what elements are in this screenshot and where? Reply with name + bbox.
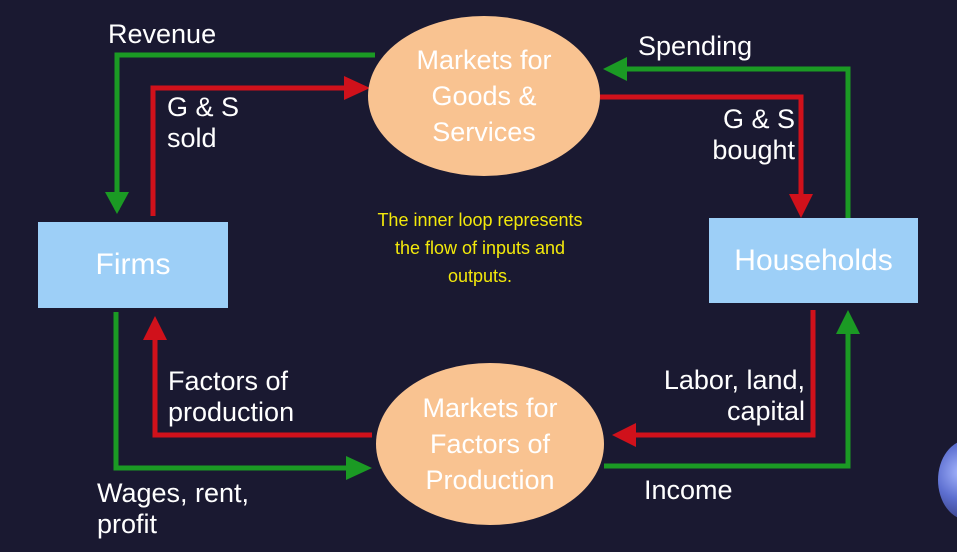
income-label: Income bbox=[644, 475, 733, 505]
factors-of-production-arrowhead bbox=[143, 316, 167, 340]
wages-rent-profit-label: Wages, rent, profit bbox=[97, 478, 249, 540]
gs-sold-arrow bbox=[150, 85, 350, 216]
spending-label: Spending bbox=[638, 31, 753, 61]
income-arrow bbox=[604, 330, 851, 469]
income-arrowhead bbox=[836, 310, 860, 334]
gs-bought-arrow bbox=[600, 94, 804, 200]
goods-market-line-3: Services bbox=[432, 117, 536, 147]
goods-market-oval: Markets for Goods & Services bbox=[368, 16, 600, 176]
gs-sold-arrowhead bbox=[344, 76, 370, 100]
households-box: Households bbox=[709, 218, 918, 303]
note-line-2: the flow of inputs and bbox=[394, 238, 566, 258]
note-line-1: The inner loop represents bbox=[377, 210, 583, 230]
goods-market-line-2: Goods & bbox=[431, 81, 537, 111]
gs-bought-line-1: G & S bbox=[722, 104, 795, 134]
labor-land-capital-arrowhead bbox=[612, 423, 636, 447]
factor-market-line-3: Production bbox=[425, 465, 555, 495]
labor-land-capital-line-1: Labor, land, bbox=[663, 365, 805, 395]
factors-of-production-line-2: production bbox=[168, 397, 295, 427]
wages-rent-profit-line-2: profit bbox=[97, 509, 158, 539]
gs-sold-label: G & S sold bbox=[167, 92, 239, 154]
factors-of-production-label: Factors of production bbox=[168, 366, 294, 428]
decorative-orb bbox=[938, 440, 957, 520]
inner-loop-note: The inner loop represents the flow of in… bbox=[335, 206, 625, 290]
households-label: Households bbox=[734, 243, 893, 277]
wages-rent-profit-arrow bbox=[113, 312, 350, 471]
revenue-label: Revenue bbox=[108, 19, 217, 49]
labor-land-capital-line-2: capital bbox=[726, 396, 805, 426]
gs-bought-label: G & S bought bbox=[690, 104, 795, 166]
factor-market-oval: Markets for Factors of Production bbox=[376, 363, 604, 525]
factors-of-production-line-1: Factors of bbox=[168, 366, 289, 396]
note-line-3: outputs. bbox=[447, 266, 513, 286]
gs-bought-arrowhead bbox=[789, 194, 813, 218]
wages-rent-profit-arrowhead bbox=[346, 456, 372, 480]
wages-rent-profit-line-1: Wages, rent, bbox=[97, 478, 250, 508]
factor-market-line-1: Markets for bbox=[422, 393, 558, 423]
revenue-arrow bbox=[114, 52, 375, 210]
revenue-arrowhead bbox=[105, 192, 129, 214]
gs-sold-line-2: sold bbox=[167, 123, 217, 153]
spending-arrowhead bbox=[603, 57, 627, 81]
goods-market-line-1: Markets for bbox=[416, 45, 552, 75]
firms-label: Firms bbox=[95, 248, 171, 281]
gs-sold-line-1: G & S bbox=[167, 92, 240, 122]
factor-market-line-2: Factors of bbox=[429, 429, 551, 459]
factors-of-production-arrow bbox=[152, 335, 372, 438]
spending-arrow bbox=[620, 66, 851, 222]
gs-bought-line-2: bought bbox=[712, 135, 795, 165]
labor-land-capital-label: Labor, land, capital bbox=[630, 365, 805, 427]
firms-box: Firms bbox=[38, 222, 228, 308]
labor-land-capital-arrow bbox=[630, 310, 816, 438]
